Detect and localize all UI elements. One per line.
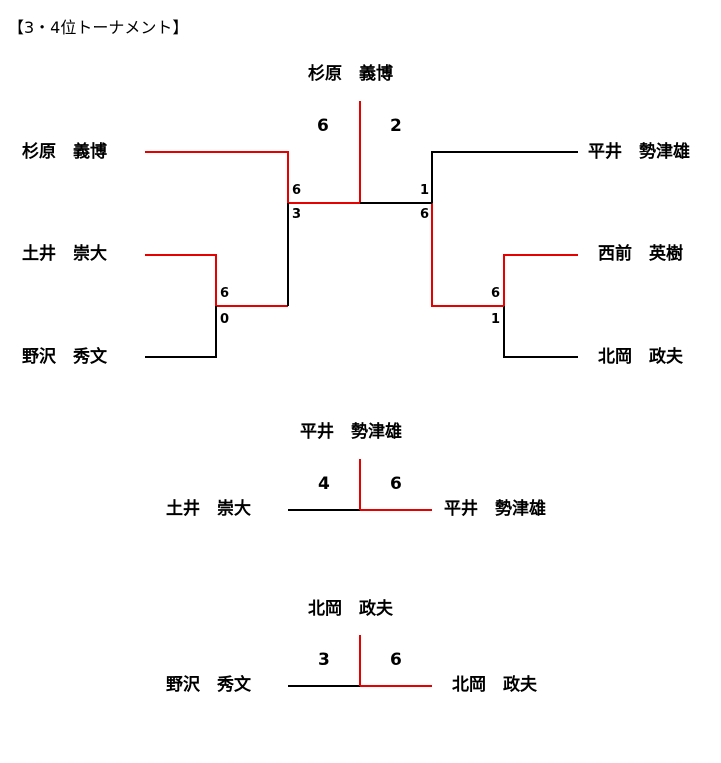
match-b-right-player: 平井 勢津雄 (444, 499, 546, 519)
score-right-seed: 1 (420, 183, 430, 198)
line-hirai-seed-path (431, 151, 578, 203)
player-left-semi-top: 土井 崇大 (22, 244, 107, 264)
score-right-semi-bottom: 1 (491, 312, 501, 327)
score-right-semi-top: 6 (491, 286, 501, 301)
final-score-left: 6 (317, 116, 329, 136)
line-kitaoka-path (503, 306, 578, 358)
match-b-left-player: 土井 崇大 (166, 499, 251, 519)
line-doi-path (145, 254, 288, 307)
line-nishimae-path (503, 254, 578, 306)
score-left-semi-winner: 3 (292, 207, 302, 222)
line-nozawa-path (145, 306, 217, 358)
line-right-semi-path (431, 203, 504, 307)
final-score-right: 2 (390, 116, 402, 136)
match-c-right-player: 北岡 政夫 (452, 675, 537, 695)
player-right-semi-top: 西前 英樹 (598, 244, 683, 264)
score-left-semi-bottom: 0 (220, 312, 230, 327)
player-right-semi-bottom: 北岡 政夫 (598, 347, 683, 367)
line-sugihara-seed-path (145, 151, 360, 204)
player-left-seed: 杉原 義博 (22, 142, 107, 162)
score-right-semi-winner: 6 (420, 207, 430, 222)
player-left-semi-bottom: 野沢 秀文 (22, 347, 107, 367)
match-b-score-right: 6 (390, 474, 402, 494)
page-title: 【3・4位トーナメント】 (8, 18, 189, 37)
match-c-left-player: 野沢 秀文 (166, 675, 251, 695)
match-b-winner: 平井 勢津雄 (300, 422, 402, 442)
match-c-winner: 北岡 政夫 (308, 599, 393, 619)
match-c-score-left: 3 (318, 650, 330, 670)
score-left-seed: 6 (292, 183, 302, 198)
match-b-score-left: 4 (318, 474, 330, 494)
score-left-semi-top: 6 (220, 286, 230, 301)
match-c-score-right: 6 (390, 650, 402, 670)
player-right-seed: 平井 勢津雄 (588, 142, 690, 162)
champion-name: 杉原 義博 (308, 64, 393, 84)
